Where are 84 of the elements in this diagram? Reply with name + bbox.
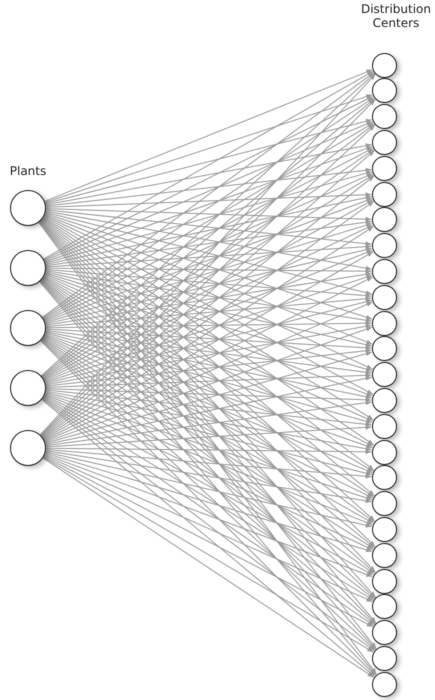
arrow	[45, 192, 372, 208]
arrow	[45, 268, 372, 298]
arrow	[46, 388, 372, 402]
node-circle	[372, 672, 396, 697]
arrow	[45, 390, 372, 452]
arrow	[45, 348, 372, 387]
arrow	[45, 452, 372, 528]
node-circle	[372, 491, 396, 516]
arrow	[46, 320, 372, 328]
node-circle	[372, 130, 396, 155]
node-circle	[10, 250, 46, 286]
arrow	[44, 212, 372, 296]
node-circle	[372, 233, 396, 258]
arrow	[45, 324, 372, 386]
arrow	[44, 454, 374, 602]
group-heading: Plants	[8, 164, 48, 178]
arrow	[45, 328, 372, 350]
node-circle	[10, 430, 46, 466]
node-circle	[10, 370, 46, 406]
arrow	[45, 389, 372, 427]
node-circle	[372, 646, 396, 671]
arrow	[45, 449, 372, 479]
node-circle	[10, 190, 46, 226]
arrow	[46, 268, 372, 274]
arrow	[44, 332, 372, 424]
node-circle	[372, 414, 396, 439]
arrow	[44, 392, 372, 476]
node-circle	[372, 78, 396, 104]
arrow	[44, 351, 372, 444]
arrow	[44, 299, 372, 384]
arrow	[44, 302, 373, 442]
node-circle	[372, 52, 396, 78]
arrow	[45, 195, 372, 265]
arrow	[45, 330, 372, 375]
arrow	[45, 143, 372, 206]
arrow	[45, 247, 372, 324]
arrow	[44, 118, 372, 204]
node-circle	[372, 104, 396, 130]
arrow	[45, 331, 372, 400]
arrow	[44, 170, 372, 264]
arrow	[44, 172, 374, 322]
arrow	[45, 424, 372, 448]
arrow	[44, 94, 373, 203]
arrow	[46, 448, 372, 454]
arrow	[45, 372, 372, 388]
node-circle	[10, 310, 46, 346]
arrow	[44, 454, 373, 578]
arrow	[44, 334, 373, 474]
node-circle	[372, 620, 396, 646]
node-circle	[372, 310, 396, 336]
arrow	[45, 244, 372, 268]
arrow	[44, 214, 373, 345]
arrow	[44, 394, 373, 526]
arrow	[45, 450, 372, 504]
arrow	[45, 220, 372, 266]
node-circle	[372, 182, 396, 206]
node-circle	[372, 258, 396, 284]
arrow	[45, 296, 372, 327]
arrow	[45, 209, 372, 246]
arrow	[45, 210, 372, 271]
node-circle	[372, 388, 396, 413]
node-circle	[372, 516, 396, 542]
node-circle	[372, 594, 396, 620]
arrow	[44, 121, 373, 262]
node-circle	[372, 207, 396, 232]
node-circle	[372, 568, 396, 594]
group-heading: Distribution Centers	[360, 2, 432, 31]
node-circle	[372, 156, 396, 181]
arrow	[45, 271, 372, 348]
node-circle	[372, 284, 396, 310]
node-circle	[372, 440, 396, 464]
arrow	[45, 168, 372, 206]
arrow	[44, 69, 373, 202]
arrow	[45, 400, 372, 446]
arrow	[44, 146, 373, 262]
arrow	[45, 376, 372, 445]
arrow	[44, 393, 373, 500]
node-circle	[372, 465, 396, 490]
arrow	[44, 250, 373, 382]
node-circle	[372, 336, 396, 362]
node-circle	[372, 542, 396, 568]
node-circle	[372, 362, 396, 388]
arrow	[46, 208, 372, 222]
arrow	[44, 452, 373, 552]
